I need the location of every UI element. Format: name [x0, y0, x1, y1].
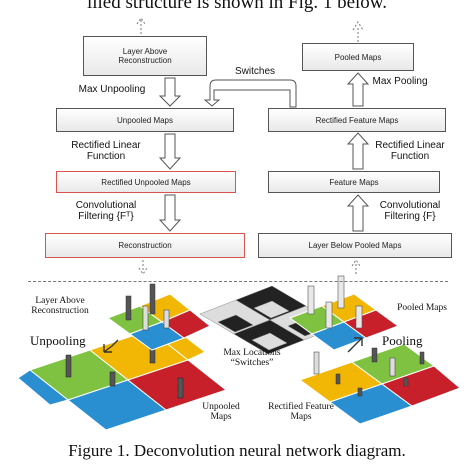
right-conv-filtering-label: Convolutional Filtering {F}	[379, 200, 441, 222]
layer-below-pooled-maps-label: Layer Below Pooled Maps	[308, 241, 402, 250]
left-conv-filtering-label: Convolutional Filtering {Fᵀ}	[75, 200, 137, 222]
switches-connector	[203, 79, 297, 108]
top-text-fragment: iiled structure is shown in Fig. 1 below…	[86, 0, 388, 13]
bottom-left-dashed-arrow	[138, 260, 148, 275]
unpooled-maps-box: Unpooled Maps	[56, 108, 234, 132]
reconstruction-box: Reconstruction	[45, 233, 245, 258]
rectified-feature-grid	[298, 343, 461, 425]
rectified-feature-maps-box: Rectified Feature Maps	[268, 108, 446, 132]
layer-above-bars	[125, 283, 170, 331]
pooled-bars	[307, 275, 363, 329]
top-left-dashed-arrow	[136, 17, 146, 34]
bottom-rectified-feature-label: Rectified Feature Maps	[268, 402, 334, 422]
bottom-unpooled-maps-label: Unpooled Maps	[202, 402, 240, 422]
max-pooling-label: Max Pooling	[372, 76, 428, 87]
pooling-label: Pooling	[382, 333, 423, 348]
rectified-unpooled-maps-label: Rectified Unpooled Maps	[101, 177, 191, 187]
bottom-pooled-maps-label: Pooled Maps	[397, 303, 447, 313]
left-down-arrows	[158, 77, 182, 232]
max-locations-label: Max Locations “Switches”	[223, 348, 281, 368]
section-divider	[28, 281, 448, 282]
top-right-dashed-arrow	[352, 21, 364, 42]
layer-above-reconstruction-box: Layer Above Reconstruction	[83, 36, 207, 76]
unpooling-arrow	[103, 339, 119, 353]
pooled-maps-box: Pooled Maps	[302, 43, 414, 71]
pooled-maps-label: Pooled Maps	[334, 52, 382, 62]
max-unpooling-label: Max Unpooling	[78, 84, 146, 95]
feature-maps-label: Feature Maps	[329, 177, 379, 187]
bottom-right-dashed-arrow	[351, 259, 361, 274]
left-rectified-linear-label: Rectified Linear Function	[71, 140, 141, 162]
unpooled-maps-grid	[17, 324, 228, 431]
rectified-feature-maps-label: Rectified Feature Maps	[315, 115, 399, 125]
switches-label: Switches	[234, 66, 275, 77]
pooling-arrow	[347, 337, 363, 353]
layer-above-reconstruction-label: Layer Above Reconstruction	[118, 47, 172, 65]
figure-caption: Figure 1. Deconvolution neural network d…	[68, 441, 406, 460]
unpooled-maps-label: Unpooled Maps	[116, 115, 174, 125]
feature-bars	[313, 347, 425, 397]
rectified-unpooled-maps-box: Rectified Unpooled Maps	[56, 171, 236, 193]
right-up-arrows	[346, 72, 370, 232]
layer-below-pooled-maps-box: Layer Below Pooled Maps	[258, 233, 452, 258]
right-rectified-linear-label: Rectified Linear Function	[375, 140, 445, 162]
bottom-layer-above-label: Layer Above Reconstruction	[31, 296, 89, 316]
reconstruction-label: Reconstruction	[118, 241, 172, 250]
unpooling-label: Unpooling	[30, 333, 86, 348]
feature-maps-box: Feature Maps	[268, 171, 440, 193]
